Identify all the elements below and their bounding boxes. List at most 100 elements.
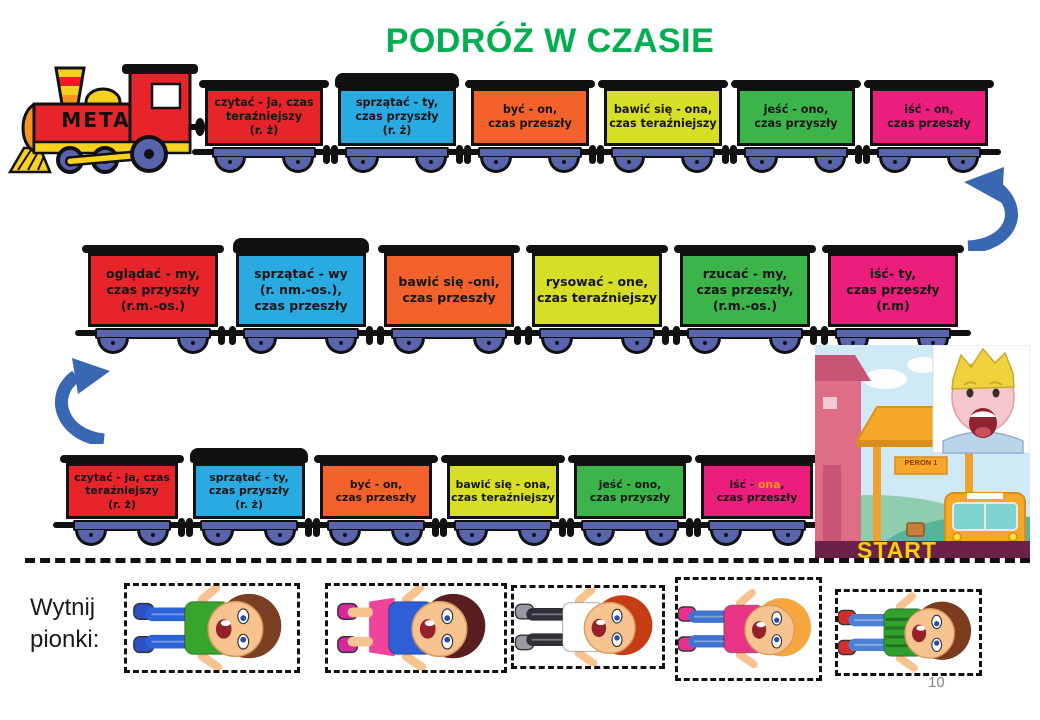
wagon-underframe [724, 146, 868, 176]
wagon-text: sprzątać - ty, [355, 96, 439, 109]
wagon-body: iść- ty,czas przeszły(r.m) [828, 253, 958, 327]
pawn-cutout-boy-striped-shirt [835, 589, 982, 676]
wagon-roof [695, 455, 819, 463]
wagon-roof [598, 80, 728, 88]
accent-word: ona [758, 477, 781, 491]
wagon-text: (r. ż) [235, 497, 263, 511]
wagon-text: czas teraźniejszy [536, 290, 658, 305]
train-row-middle: oglądać - my,czas przyszły(r.m.-os.)sprz… [75, 238, 971, 357]
wagon-underframe [75, 327, 231, 357]
wagon-body: sprzątać - ty,czas przyszły(r. ż) [338, 88, 456, 146]
pawn-figure-icon [133, 586, 282, 670]
train-wagon-yellow: bawić się - ona,czas teraźniejszy [434, 455, 572, 549]
wagon-text: iść - on, [904, 103, 954, 116]
wagon-body: bawić się - ona,czas teraźniejszy [604, 88, 722, 146]
wagon-roof [335, 73, 459, 88]
wagon-roof [82, 245, 224, 253]
wagon-underframe [307, 519, 445, 549]
wagon-text: jeść - ono, [598, 477, 662, 491]
wagon-roof [190, 448, 308, 463]
wagon-underframe [591, 146, 735, 176]
wagon-text: czas teraźniejszy [609, 117, 717, 130]
wagon-roof [674, 245, 816, 253]
wagon-body: rzucać - my,czas przeszły,(r.m.-os.) [680, 253, 810, 327]
wagon-text: czas teraźniejszy [451, 491, 555, 504]
wagon-body: rysować - one,czas teraźniejszy [532, 253, 662, 327]
wagon-coupling [456, 143, 471, 169]
wagon-roof [526, 245, 668, 253]
wagon-underframe [857, 146, 1001, 176]
wagon-text: rysować - one, [545, 273, 649, 289]
wagon-underframe [325, 146, 469, 176]
train-wagon-red: oglądać - my,czas przyszły(r.m.-os.) [75, 245, 231, 357]
curve-up-arrow-right-icon [964, 167, 1018, 251]
wagon-text: czas przyszły [208, 484, 290, 498]
wagon-underframe [223, 327, 379, 357]
wagon-underframe [180, 519, 318, 549]
wagon-text: (r. ż) [249, 124, 279, 137]
train-wagon-blue: sprzątać - ty,czas przyszły(r. ż) [180, 448, 318, 549]
page-title: PODRÓŻ W CZASIE [385, 22, 715, 60]
curve-up-arrow-left-icon [54, 358, 110, 444]
wagon-coupling [662, 324, 680, 350]
wagon-text: bawić się - ona, [613, 103, 713, 116]
wagon-underframe [192, 146, 336, 176]
cut-instruction: Wytnij pionki: [30, 592, 99, 657]
wagon-body: jeść - ono,czas przyszły [737, 88, 855, 146]
wagon-underframe [667, 327, 823, 357]
train-wagon-green: rzucać - my,czas przeszły,(r.m.-os.) [667, 245, 823, 357]
wagon-text: być - on, [349, 477, 403, 491]
pawn-figure-icon [678, 588, 812, 669]
station-scene-icon [730, 344, 1040, 611]
wagon-text: iść- ty, [869, 265, 917, 281]
wagon-underframe [688, 519, 826, 549]
pawn-figure-icon [838, 592, 972, 672]
wagon-text: czas przeszły [846, 281, 940, 297]
boy-photo-icon [932, 344, 1031, 454]
wagon-text: czas przeszły, [696, 281, 794, 297]
page-number: 10 [928, 674, 945, 691]
meta-finish-label: META [61, 108, 131, 132]
wagon-body: oglądać - my,czas przyszły(r.m.-os.) [88, 253, 218, 327]
wagon-text: być - on, [502, 103, 558, 116]
wagon-text: czas przyszły [589, 491, 671, 504]
train-wagon-orange: być - on,czas przeszły [307, 455, 445, 549]
wagon-text: czas przeszły [402, 290, 496, 305]
wagon-coupling [218, 324, 236, 350]
locomotive: META [7, 62, 206, 175]
pawn-cutout-boy-green-shirt [124, 583, 300, 673]
start-board: PERON 1 START [730, 344, 1040, 611]
train-wagon-yellow: rysować - one,czas teraźniejszy [519, 245, 675, 357]
wagon-underframe [458, 146, 602, 176]
train-wagon-pink: iść - ona,czas przeszły [688, 455, 826, 549]
wagon-underframe [434, 519, 572, 549]
wagon-text: (r.m.-os.) [120, 298, 186, 314]
wagon-text: czas przeszły [887, 117, 971, 130]
cut-instruction-line2: pionki: [30, 626, 100, 654]
wagon-coupling [366, 324, 384, 350]
wagon-roof [199, 80, 329, 88]
pawn-figure-icon [337, 586, 486, 670]
train-wagon-orange: bawić się -oni,czas przeszły [371, 245, 527, 357]
wagon-text: (r. ż) [108, 497, 136, 511]
wagon-roof [60, 455, 184, 463]
wagon-text: czas przyszły [106, 281, 200, 297]
wagon-body: iść - on,czas przeszły [870, 88, 988, 146]
wagon-text: czas przyszły [355, 110, 439, 123]
wagon-roof [568, 455, 692, 463]
wagon-body: bawić się - ona,czas teraźniejszy [447, 463, 559, 519]
wagon-roof [822, 245, 964, 253]
wagon-coupling [305, 516, 320, 542]
wagon-text: bawić się -oni, [398, 273, 500, 289]
wagon-text: (r. ż) [382, 124, 412, 137]
wagon-text: czas przeszły [488, 117, 572, 130]
wagon-text: (r.m.-os.) [712, 298, 778, 314]
wagon-text: (r. nm.-os.), [259, 281, 343, 297]
wagon-roof [731, 80, 861, 88]
wagon-coupling [514, 324, 532, 350]
